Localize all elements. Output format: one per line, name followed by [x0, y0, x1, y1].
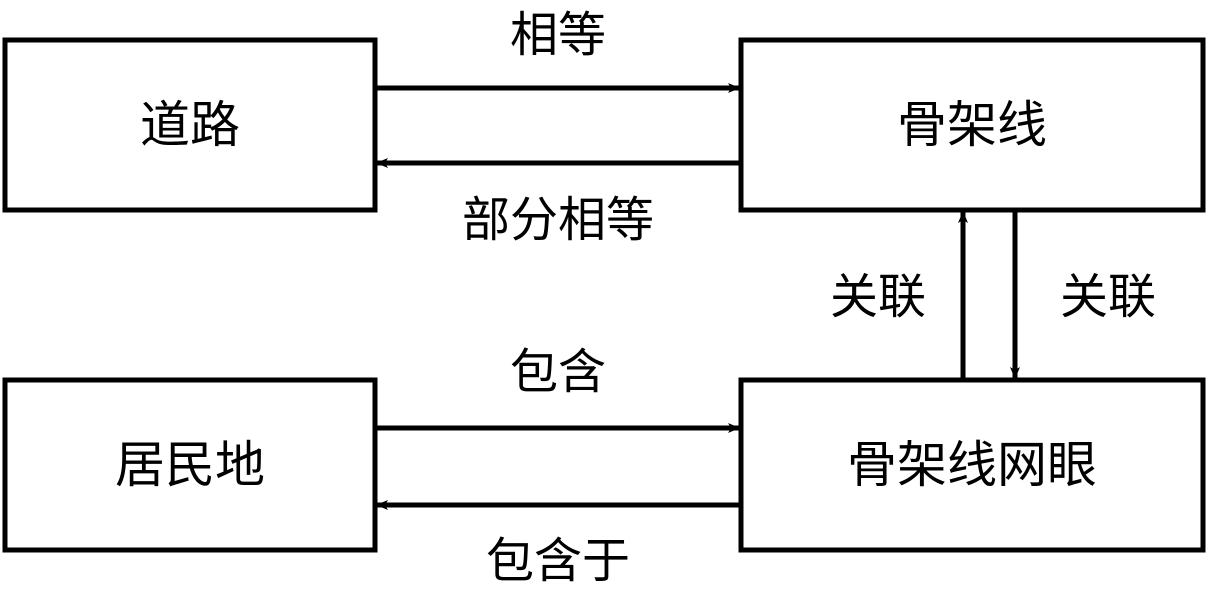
- edge-road-to-skeleton: 相等: [377, 7, 740, 93]
- node-residential: 居民地: [2, 377, 378, 553]
- edge-mesh-to-skeleton: 关联: [830, 211, 968, 378]
- node-skeleton-label: 骨架线: [897, 96, 1047, 154]
- edge-residential-to-mesh-label: 包含: [510, 344, 606, 400]
- edge-skeleton-to-road-label: 部分相等: [462, 192, 654, 248]
- edge-mesh-to-residential-label: 包含于: [486, 533, 630, 589]
- edge-skeleton-to-mesh: 关联: [1010, 212, 1156, 379]
- node-mesh-box: [738, 377, 1206, 553]
- node-skeleton: 骨架线: [738, 37, 1206, 213]
- node-road-box: [2, 37, 378, 213]
- edge-mesh-to-skeleton-label: 关联: [830, 269, 926, 325]
- node-residential-label: 居民地: [115, 436, 265, 494]
- node-residential-box: [2, 377, 378, 553]
- edge-mesh-to-residential: 包含于: [376, 500, 739, 589]
- edge-road-to-skeleton-label: 相等: [510, 7, 606, 63]
- node-road: 道路: [2, 37, 378, 213]
- node-skeleton-box: [738, 37, 1206, 213]
- node-mesh-label: 骨架线网眼: [847, 436, 1097, 494]
- edge-skeleton-to-mesh-label: 关联: [1060, 269, 1156, 325]
- node-mesh: 骨架线网眼: [738, 377, 1206, 553]
- edge-residential-to-mesh: 包含: [377, 344, 740, 433]
- node-road-label: 道路: [140, 96, 240, 154]
- edge-skeleton-to-road: 部分相等: [376, 158, 739, 248]
